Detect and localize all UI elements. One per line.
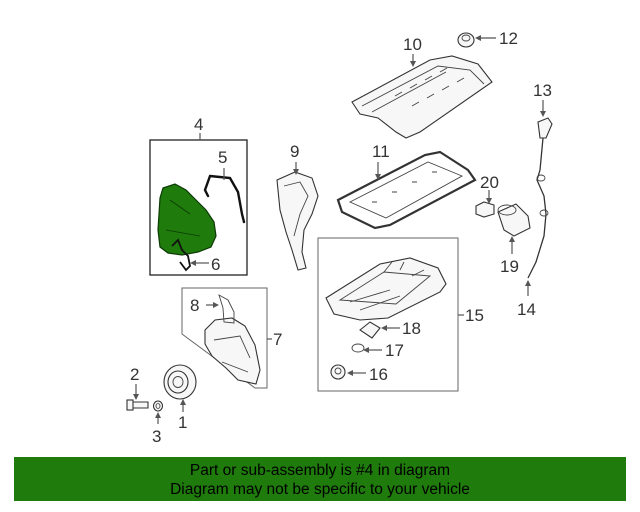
callout-11: 11 [372, 142, 390, 161]
parts-diagram: 4 5 6 7 8 1 2 [126, 29, 553, 446]
crank-pulley-group[interactable]: 1 2 3 [126, 364, 197, 446]
callout-16: 16 [369, 365, 388, 384]
bracket [218, 294, 235, 324]
part-10-group[interactable]: 10 12 [351, 29, 518, 139]
oil-filter [497, 203, 531, 237]
part-13-14-group[interactable]: 13 14 [517, 81, 553, 319]
part-15-group[interactable]: 15 18 17 16 [317, 237, 484, 392]
baffle [359, 321, 381, 339]
callout-1: 1 [178, 413, 187, 432]
part-9-group[interactable]: 9 [276, 142, 319, 271]
callout-10: 10 [403, 35, 422, 54]
callout-17: 17 [385, 341, 404, 360]
callout-5: 5 [218, 148, 227, 167]
banner-line-1: Part or sub-assembly is #4 in diagram [189, 462, 451, 479]
part-19-group[interactable]: 19 [497, 203, 531, 276]
callout-12: 12 [499, 29, 518, 48]
callout-2: 2 [130, 365, 139, 384]
callout-8: 8 [190, 296, 199, 315]
callout-7: 7 [273, 330, 282, 349]
part-7-group[interactable]: 7 8 [181, 287, 282, 389]
callout-3: 3 [152, 427, 161, 446]
banner-line-2: Diagram may not be specific to your vehi… [170, 481, 470, 498]
part-11-group[interactable]: 11 [336, 142, 477, 230]
inner-cover [276, 171, 319, 271]
cover-gasket [203, 174, 246, 224]
dipstick-handle [537, 117, 553, 139]
lower-cover [204, 317, 261, 385]
part-20-group[interactable]: 20 [475, 173, 499, 218]
callout-20: 20 [480, 173, 499, 192]
info-banner: Part or sub-assembly is #4 in diagram Di… [14, 457, 626, 501]
valve-cover [351, 55, 493, 139]
callout-6: 6 [211, 255, 220, 274]
callout-15: 15 [465, 306, 484, 325]
oil-pressure-switch [475, 201, 495, 218]
cover-seal [171, 238, 191, 272]
callout-13: 13 [533, 81, 552, 100]
callout-14: 14 [517, 300, 536, 319]
callout-4: 4 [194, 115, 203, 134]
dipstick [527, 137, 547, 279]
callout-9: 9 [290, 142, 299, 161]
washer [152, 400, 164, 412]
drain-plug [330, 364, 346, 380]
callout-19: 19 [500, 257, 519, 276]
valve-cover-gasket [336, 150, 477, 230]
callout-18: 18 [402, 319, 421, 338]
gasket-ring [351, 343, 365, 353]
part-4-group[interactable]: 4 5 6 [149, 115, 248, 276]
